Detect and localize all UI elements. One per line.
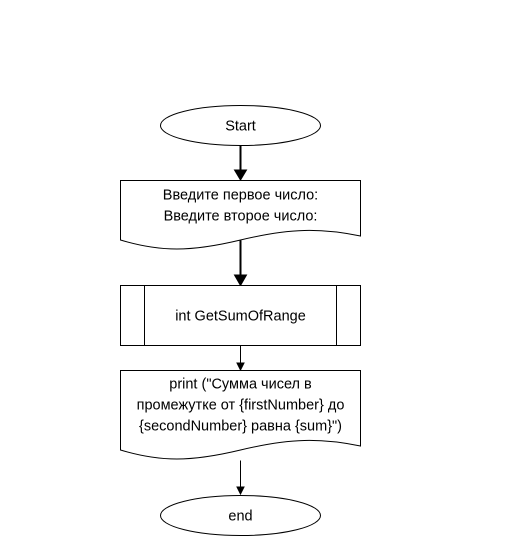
output-label-line2: промежутке от {firstNumber} до — [137, 398, 345, 414]
edge-output-to-end — [236, 460, 245, 496]
start-label: Start — [225, 119, 256, 135]
edge-process-to-output — [236, 345, 245, 372]
predefined-process-node[interactable]: int GetSumOfRange — [120, 285, 361, 346]
output-label-line3: {secondNumber} равна {sum}") — [139, 419, 342, 435]
output-label-line1: print ("Сумма чисел в — [169, 377, 312, 393]
input-label-line1: Введите первое число: — [163, 188, 318, 204]
input-label-line2: Введите второе число: — [164, 209, 318, 225]
start-node[interactable]: Start — [160, 105, 321, 146]
output-document-node[interactable]: print ("Сумма чисел в промежутке от {fir… — [120, 370, 361, 460]
edge-input-to-process — [233, 240, 248, 287]
end-node[interactable]: end — [160, 495, 321, 536]
input-document-node[interactable]: Введите первое число: Введите второе чис… — [120, 180, 361, 250]
end-label: end — [228, 509, 252, 525]
process-label: int GetSumOfRange — [175, 309, 306, 325]
edge-start-to-input — [233, 145, 248, 181]
